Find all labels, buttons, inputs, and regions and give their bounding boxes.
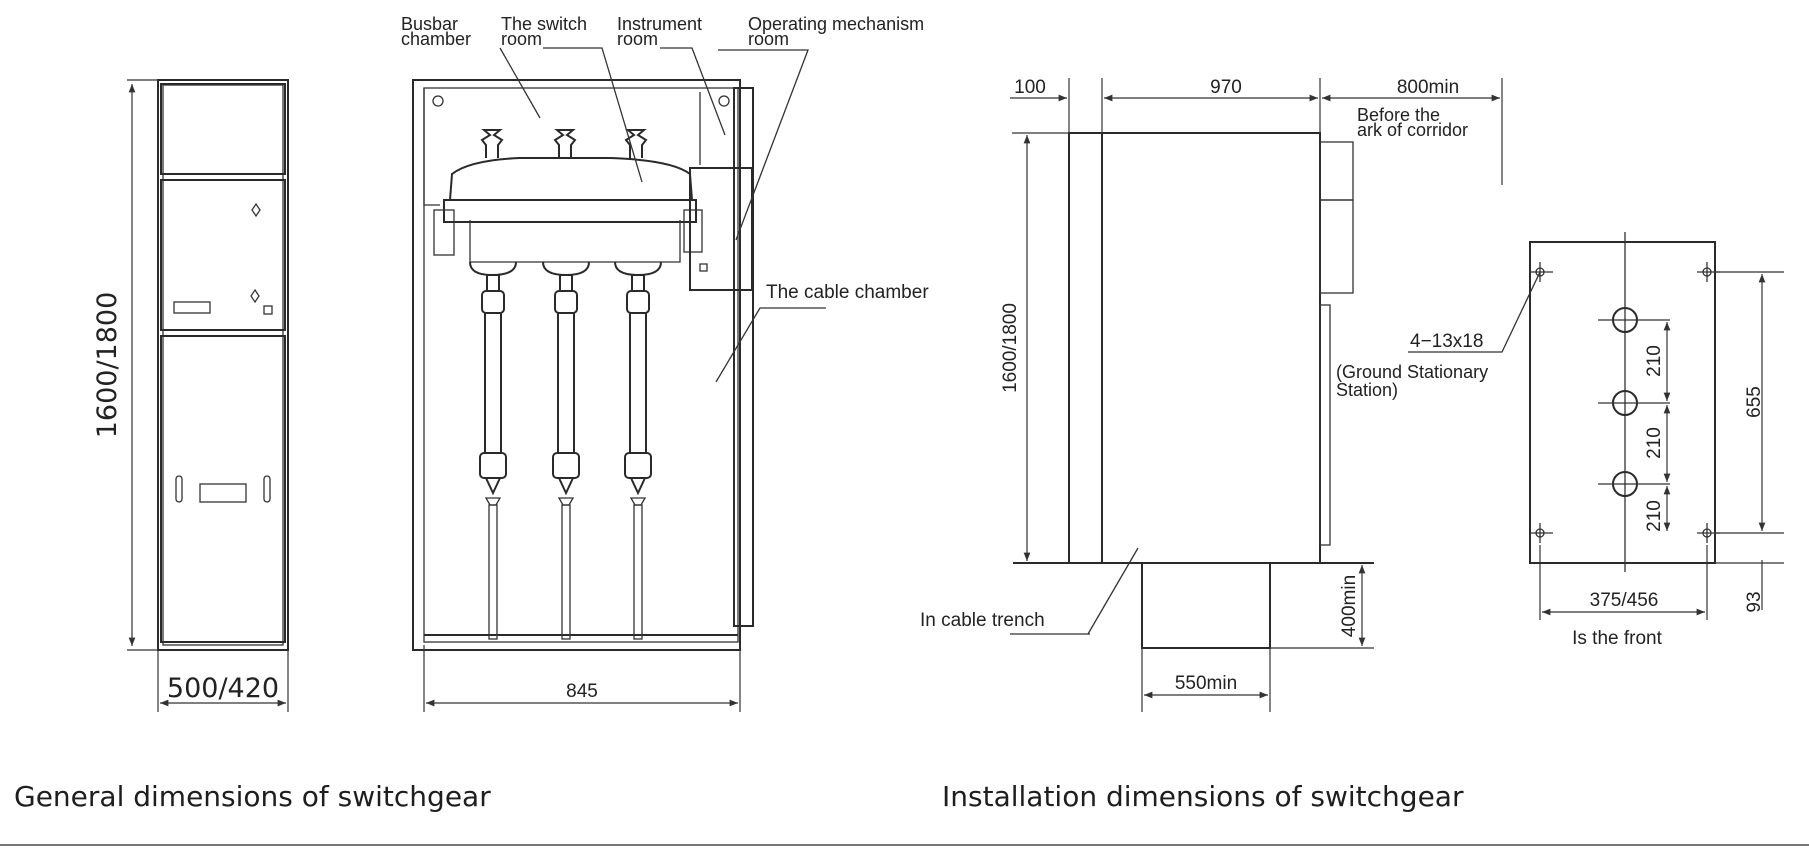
side-protrusion (1319, 199, 1354, 294)
leader-instrument (660, 47, 726, 136)
install-dim-970: 970 (1210, 77, 1242, 98)
leader-operating (718, 49, 809, 241)
trench-width-dim: 550min (1175, 673, 1237, 694)
side-rear-door (1319, 304, 1331, 546)
breaker-clamp (683, 209, 703, 253)
plan-dim-655: 655 (1744, 386, 1765, 418)
label-ground-line2: Station) (1336, 380, 1398, 400)
front-indicator (251, 202, 261, 218)
label-instrument-line2: room (617, 29, 658, 49)
side-front-panel (1068, 132, 1103, 564)
breaker-frame (443, 199, 697, 223)
section-view: Busbar chamber The switch room Instrumen… (401, 14, 929, 712)
leader-busbar (499, 47, 541, 119)
leader-holes (1408, 271, 1541, 353)
cable-hole (1598, 471, 1670, 497)
fuse-column-3 (614, 261, 662, 640)
front-top-panel (160, 83, 286, 175)
label-operating-line1: Operating mechanism (748, 14, 924, 34)
leader-cable (715, 307, 826, 383)
plan-dim-210-2: 210 (1644, 427, 1665, 459)
front-lower-door (160, 335, 286, 643)
label-ground-line1: (Ground Stationary (1336, 362, 1488, 382)
top-bushing (553, 129, 577, 158)
side-protrusion (1319, 141, 1354, 201)
leader-trench (1087, 547, 1139, 635)
plan-dim-93: 93 (1744, 591, 1765, 612)
cable-hole (1598, 390, 1670, 416)
door-handle (175, 475, 183, 503)
install-dim-100: 100 (1014, 77, 1046, 98)
label-holes: 4−13x18 (1410, 331, 1483, 352)
fuse-column-2 (542, 261, 590, 640)
label-cable-chamber: The cable chamber (766, 282, 929, 303)
front-view: 1600/1800 500/420 (92, 79, 289, 712)
front-indicator (250, 288, 260, 304)
mounting-hole (1530, 523, 1553, 543)
fuse-column-1 (469, 261, 517, 640)
plan-base-frame (1529, 241, 1716, 564)
caption-general-dimensions: General dimensions of switchgear (14, 780, 491, 813)
trench-depth-dim: 400min (1339, 575, 1360, 637)
section-width-dim: 845 (566, 681, 598, 702)
label-switch-line1: The switch (501, 14, 587, 34)
label-corridor-line2: ark of corridor (1357, 120, 1468, 140)
installation-side-view: 100 970 800min Before the ark of corrido… (920, 77, 1503, 712)
label-instrument-line1: Instrument (617, 14, 702, 34)
plan-width-dim: 375/456 (1590, 590, 1659, 611)
top-bushing (480, 129, 504, 158)
circuit-breaker-body (448, 157, 694, 201)
cable-hole (1598, 307, 1670, 333)
front-instrument-panel (160, 179, 286, 331)
label-cable-trench: In cable trench (920, 610, 1045, 631)
section-cabinet-outline (412, 79, 741, 651)
install-dim-800: 800min (1397, 77, 1459, 98)
installation-plan-view: 4−13x18 210 210 210 655 93 375/456 Is th… (1408, 232, 1784, 649)
front-indicator (263, 305, 273, 315)
label-corridor-line1: Before the (1357, 105, 1440, 125)
busbar-barrier (423, 88, 440, 206)
breaker-base (469, 220, 681, 263)
cable-trench (1141, 563, 1271, 649)
breaker-clamp (433, 209, 455, 256)
front-width-dim: 500/420 (167, 673, 279, 704)
label-busbar-line2: chamber (401, 29, 471, 49)
install-height-dim: 1600/1800 (1000, 303, 1021, 393)
section-side-door (733, 87, 754, 627)
side-cabinet-body (1101, 132, 1321, 564)
label-operating-line2: room (748, 29, 789, 49)
top-bushing (624, 129, 648, 158)
plan-dim-210-3: 210 (1644, 500, 1665, 532)
caption-installation-dimensions: Installation dimensions of switchgear (942, 780, 1464, 813)
front-height-dim: 1600/1800 (92, 292, 123, 439)
leader-switch (543, 47, 643, 183)
operating-mechanism-box (689, 167, 753, 291)
front-cabinet-outline (157, 79, 289, 651)
label-busbar-line1: Busbar (401, 14, 458, 34)
bottom-divider (0, 844, 1809, 846)
mounting-hole (1530, 262, 1553, 282)
door-nameplate (199, 483, 247, 503)
plan-dim-210-1: 210 (1644, 345, 1665, 377)
label-front: Is the front (1572, 628, 1662, 649)
door-handle (263, 475, 271, 503)
front-window (173, 301, 211, 314)
label-switch-line2: room (501, 29, 542, 49)
